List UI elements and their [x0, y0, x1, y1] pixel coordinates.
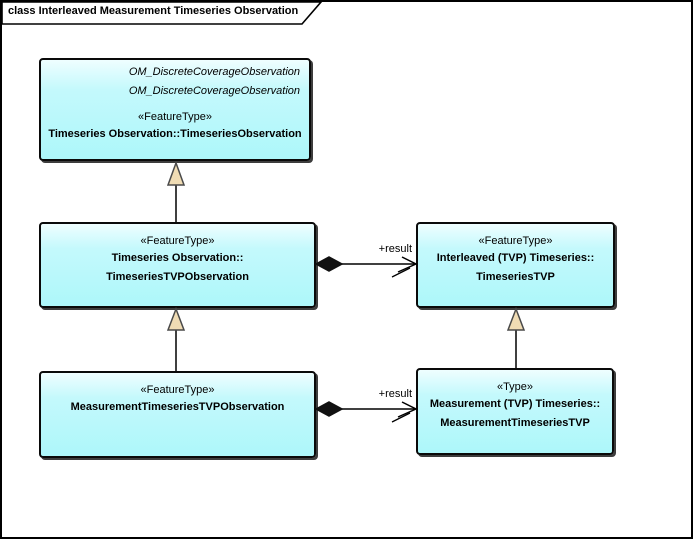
composition-diamond-icon — [314, 256, 344, 272]
composition-diamond-icon — [314, 401, 344, 417]
stereotype-label: «FeatureType» — [138, 111, 212, 123]
generalization-arrow-tvpobservation-to-observation[interactable] — [166, 160, 186, 222]
generalization-arrow-measurementtvp-to-timeseriestvp[interactable] — [506, 306, 526, 368]
class-box-measurement-timeseries-tvp-observation[interactable]: «FeatureType» MeasurementTimeseriesTVPOb… — [39, 371, 316, 458]
generalization-arrowhead-icon — [166, 160, 186, 186]
class-box-measurement-timeseries-tvp[interactable]: «Type» Measurement (TVP) Timeseries:: Me… — [416, 368, 614, 455]
result-role-label-bottom: +result — [378, 388, 412, 400]
generalization-arrow-measurementobservation-to-tvpobservation[interactable] — [166, 306, 186, 371]
class-name: TimeseriesTVPObservation — [106, 271, 249, 283]
composition-connector-result-top[interactable] — [314, 256, 418, 278]
stereotype-label: «FeatureType» — [478, 235, 553, 247]
generalization-arrowhead-icon — [166, 306, 186, 331]
result-role-label-top: +result — [378, 243, 412, 255]
generalization-arrowhead-icon — [506, 306, 526, 331]
open-arrowhead-icon — [397, 256, 418, 273]
inherited-classifier-label: OM_DiscreteCoverageObservation — [128, 66, 300, 78]
class-name: Interleaved (TVP) Timeseries:: — [436, 252, 595, 264]
stereotype-label: «Type» — [496, 381, 534, 393]
class-name: MeasurementTimeseriesTVP — [440, 417, 590, 429]
class-name: Timeseries Observation::TimeseriesObserv… — [48, 128, 302, 140]
inherited-classifier-label: OM_DiscreteCoverageObservation — [128, 85, 300, 97]
class-name: Timeseries Observation:: — [111, 252, 244, 264]
class-name: TimeseriesTVP — [476, 271, 555, 283]
class-name: Measurement (TVP) Timeseries:: — [429, 398, 601, 410]
open-arrowhead-icon — [397, 401, 418, 418]
class-name: MeasurementTimeseriesTVPObservation — [70, 401, 285, 413]
class-box-timeseries-tvp-observation[interactable]: «FeatureType» Timeseries Observation:: T… — [39, 222, 316, 308]
composition-connector-result-bottom[interactable] — [314, 401, 418, 423]
frame-tab — [1, 1, 323, 25]
stereotype-label: «FeatureType» — [140, 384, 215, 396]
class-box-timeseries-observation[interactable]: OM_DiscreteCoverageObservation OM_Discre… — [39, 58, 311, 161]
frame-tab-label: class Interleaved Measurement Timeseries… — [8, 5, 299, 17]
class-box-timeseries-tvp[interactable]: «FeatureType» Interleaved (TVP) Timeseri… — [416, 222, 615, 308]
stereotype-label: «FeatureType» — [140, 235, 215, 247]
